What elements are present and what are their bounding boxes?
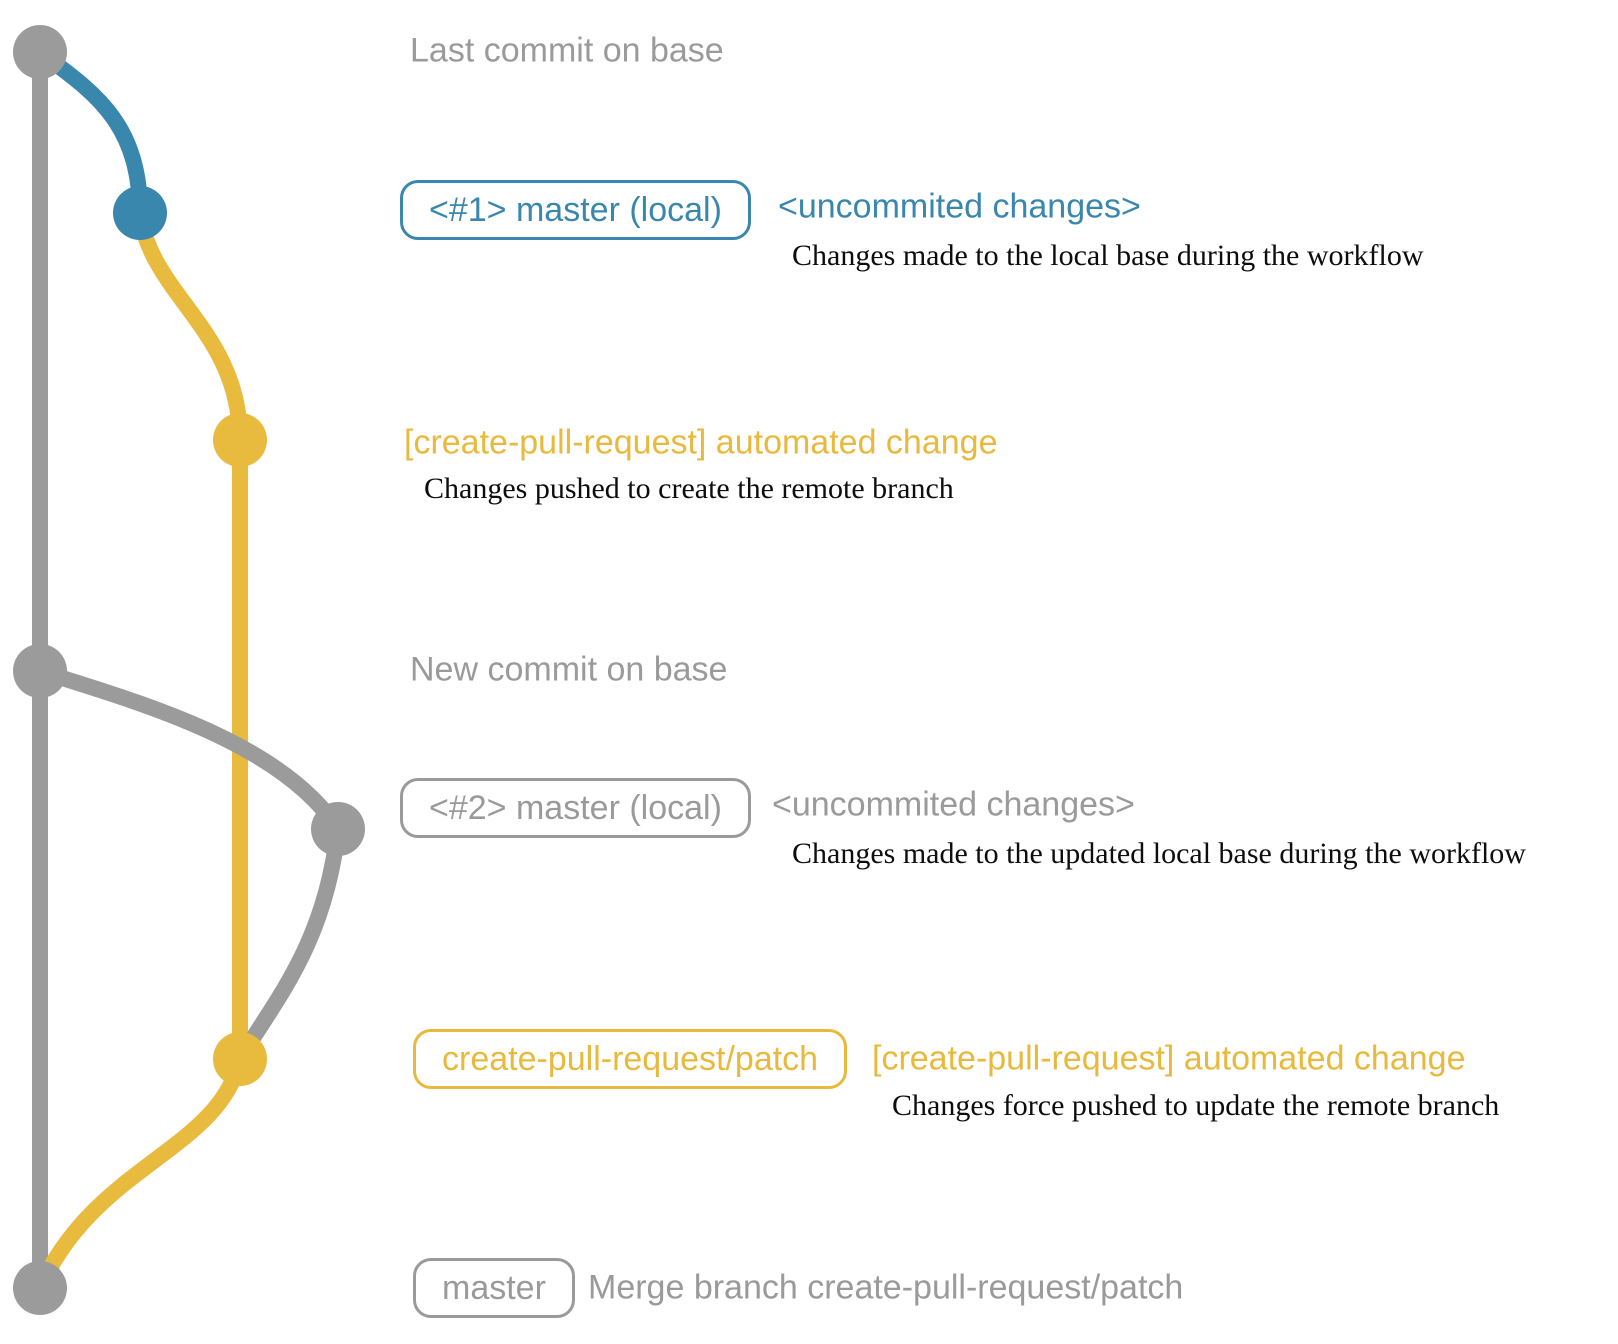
detail-updated-local-base-changes: Changes made to the updated local base d…: [792, 837, 1526, 870]
gray-branch-curve-1: [37, 663, 345, 834]
label-last-commit-on-base: Last commit on base: [410, 31, 724, 70]
branch-tag-master-local-2: <#2> master (local): [400, 778, 751, 838]
caption-automated-change-2: [create-pull-request] automated change: [872, 1039, 1466, 1078]
branch-tag-master-local-1: <#1> master (local): [400, 180, 751, 240]
branch-tag-master: master: [413, 1258, 575, 1318]
detail-local-base-changes: Changes made to the local base during th…: [792, 239, 1424, 272]
detail-force-pushed-remote-branch: Changes force pushed to update the remot…: [892, 1089, 1500, 1122]
blue-branch-curve: [35, 45, 148, 214]
detail-pushed-remote-branch: Changes pushed to create the remote bran…: [424, 472, 954, 505]
gray-branch-curve-2: [233, 828, 346, 1064]
commit-node-patch-2: [213, 1032, 267, 1086]
caption-uncommited-changes-2: <uncommited changes>: [772, 785, 1135, 824]
yellow-branch-curve-top: [132, 211, 248, 441]
yellow-merge-curve: [32, 1057, 248, 1292]
caption-merge-branch: Merge branch create-pull-request/patch: [588, 1268, 1184, 1307]
commit-node-patch-1: [213, 413, 267, 467]
commit-node-new-base: [13, 644, 67, 698]
commit-node-master-local-1: [113, 186, 167, 240]
branch-tag-create-pull-request-patch: create-pull-request/patch: [413, 1029, 848, 1089]
caption-uncommited-changes-1: <uncommited changes>: [778, 187, 1141, 226]
label-new-commit-on-base: New commit on base: [410, 650, 728, 689]
caption-automated-change-1: [create-pull-request] automated change: [404, 423, 998, 462]
commit-node-last-base: [13, 25, 67, 79]
commit-node-master-local-2: [311, 802, 365, 856]
commit-node-merge: [13, 1261, 67, 1315]
